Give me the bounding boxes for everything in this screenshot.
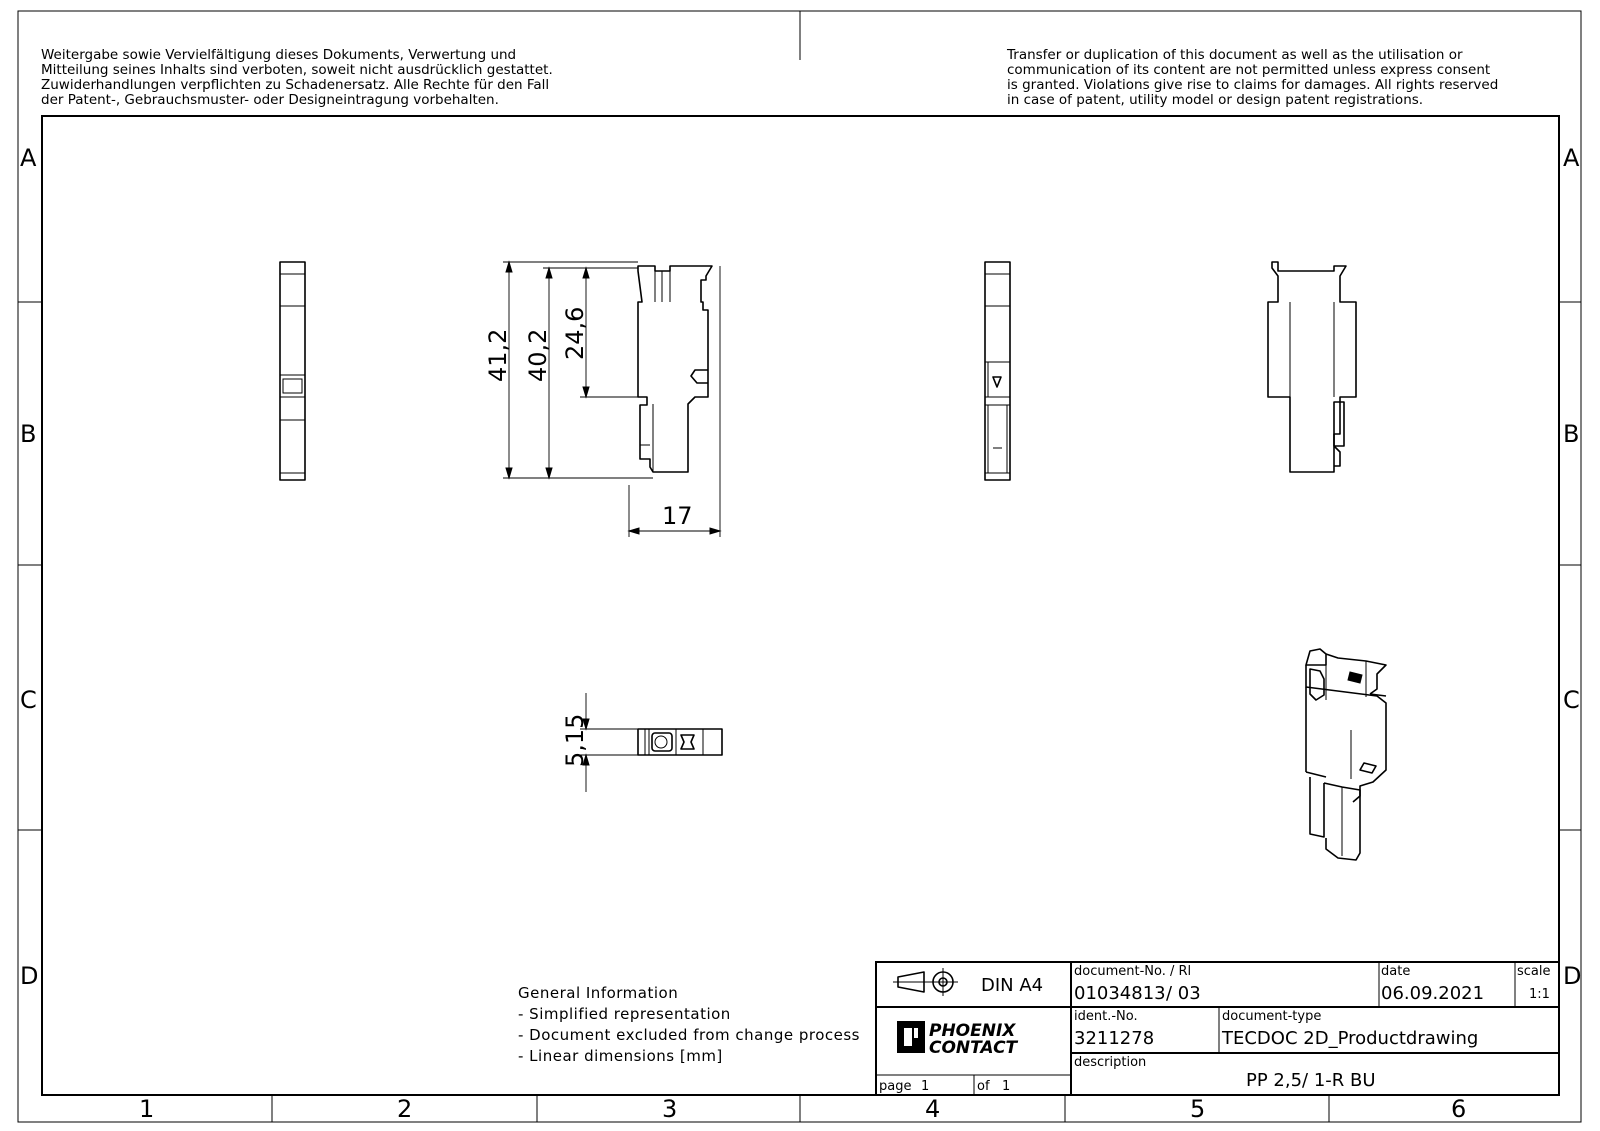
column-labels: 1 2 3 4 5 6 bbox=[139, 1095, 1466, 1123]
document-type: TECDOC 2D_Productdrawing bbox=[1221, 1028, 1478, 1049]
top-view bbox=[637, 728, 723, 756]
dimension-thickness: 5,15 bbox=[561, 714, 589, 767]
notice-de-line-1: Weitergabe sowie Vervielfältigung dieses… bbox=[41, 47, 516, 63]
column-label-1: 1 bbox=[139, 1095, 154, 1123]
drawing-frame bbox=[41, 115, 1560, 1096]
row-label-d-right: D bbox=[1563, 962, 1581, 990]
document-number-label: document-No. / Rl bbox=[1074, 964, 1191, 979]
general-info-item-3: - Linear dimensions [mm] bbox=[518, 1047, 723, 1065]
dimension-body-height: 40,2 bbox=[524, 329, 552, 382]
row-label-a-right: A bbox=[1563, 144, 1580, 172]
side-view-right bbox=[984, 261, 1011, 481]
notice-en-line-3: is granted. Violations give rise to clai… bbox=[1007, 77, 1498, 93]
general-info-item-1: - Simplified representation bbox=[518, 1005, 731, 1023]
logo-text-line-1: PHOENIX bbox=[929, 1021, 1016, 1041]
column-label-6: 6 bbox=[1451, 1095, 1466, 1123]
row-labels-left: A B C D bbox=[20, 144, 38, 990]
row-label-c: C bbox=[20, 686, 37, 714]
column-zone-ticks bbox=[271, 1095, 1330, 1122]
notice-de-line-3: Zuwiderhandlungen verpflichten zu Schade… bbox=[41, 77, 549, 93]
description-label: description bbox=[1074, 1055, 1146, 1070]
date-value: 06.09.2021 bbox=[1381, 983, 1484, 1004]
document-revision: / 03 bbox=[1166, 983, 1201, 1004]
column-label-5: 5 bbox=[1190, 1095, 1205, 1123]
row-label-b-right: B bbox=[1563, 420, 1579, 448]
notice-de-line-4: der Patent-, Gebrauchsmuster- oder Desig… bbox=[41, 92, 499, 108]
of-label: of bbox=[977, 1079, 990, 1094]
front-view bbox=[637, 265, 713, 473]
sheet-format: DIN A4 bbox=[981, 975, 1043, 996]
ident-number-label: ident.-No. bbox=[1074, 1009, 1138, 1024]
dimension-width: 17 bbox=[662, 502, 693, 530]
dimension-overall-height: 41,2 bbox=[484, 329, 512, 382]
general-info-item-2: - Document excluded from change process bbox=[518, 1026, 860, 1044]
notice-en-line-2: communication of its content are not per… bbox=[1007, 62, 1490, 78]
isometric-view bbox=[1305, 648, 1387, 861]
row-label-a: A bbox=[20, 144, 37, 172]
notice-en-line-4: in case of patent, utility model or desi… bbox=[1007, 92, 1423, 108]
logo-text-line-2: CONTACT bbox=[929, 1038, 1019, 1058]
row-zone-ticks bbox=[18, 301, 1581, 831]
document-type-label: document-type bbox=[1222, 1009, 1321, 1024]
notice-german: Weitergabe sowie Vervielfältigung dieses… bbox=[41, 47, 553, 108]
notice-en-line-1: Transfer or duplication of this document… bbox=[1006, 47, 1463, 63]
general-info-heading: General Information bbox=[518, 984, 678, 1002]
page-total: 1 bbox=[1002, 1079, 1010, 1094]
scale-label: scale bbox=[1517, 964, 1551, 979]
notice-english: Transfer or duplication of this document… bbox=[1006, 47, 1498, 108]
column-label-4: 4 bbox=[925, 1095, 940, 1123]
column-label-3: 3 bbox=[662, 1095, 677, 1123]
document-number: 01034813 bbox=[1074, 983, 1166, 1004]
ident-number: 3211278 bbox=[1074, 1028, 1154, 1049]
date-label: date bbox=[1381, 964, 1410, 979]
outer-border bbox=[17, 10, 1582, 1123]
page-label: page bbox=[879, 1079, 911, 1094]
title-block: DIN A4 PHOENIX CONTACT page 1 of 1 docum… bbox=[875, 961, 1560, 1096]
front-view-dimensions: 41,2 40,2 24,6 17 bbox=[484, 260, 722, 537]
page-number: 1 bbox=[921, 1079, 929, 1094]
row-label-b: B bbox=[20, 420, 36, 448]
column-label-2: 2 bbox=[397, 1095, 412, 1123]
general-information: General Information - Simplified represe… bbox=[518, 984, 860, 1065]
row-label-c-right: C bbox=[1563, 686, 1580, 714]
description-value: PP 2,5/ 1-R BU bbox=[1246, 1070, 1376, 1091]
dimension-upper-height: 24,6 bbox=[561, 307, 589, 360]
phoenix-contact-logo: PHOENIX CONTACT bbox=[897, 1021, 1019, 1058]
side-view-left bbox=[279, 261, 306, 481]
scale-value: 1:1 bbox=[1529, 987, 1550, 1002]
notice-de-line-2: Mitteilung seines Inhalts sind verboten,… bbox=[41, 62, 553, 78]
projection-symbol-icon bbox=[893, 968, 958, 996]
row-label-d: D bbox=[20, 962, 38, 990]
row-labels-right: A B C D bbox=[1563, 144, 1581, 990]
top-view-dimension: 5,15 bbox=[561, 693, 638, 792]
back-view bbox=[1267, 261, 1357, 473]
